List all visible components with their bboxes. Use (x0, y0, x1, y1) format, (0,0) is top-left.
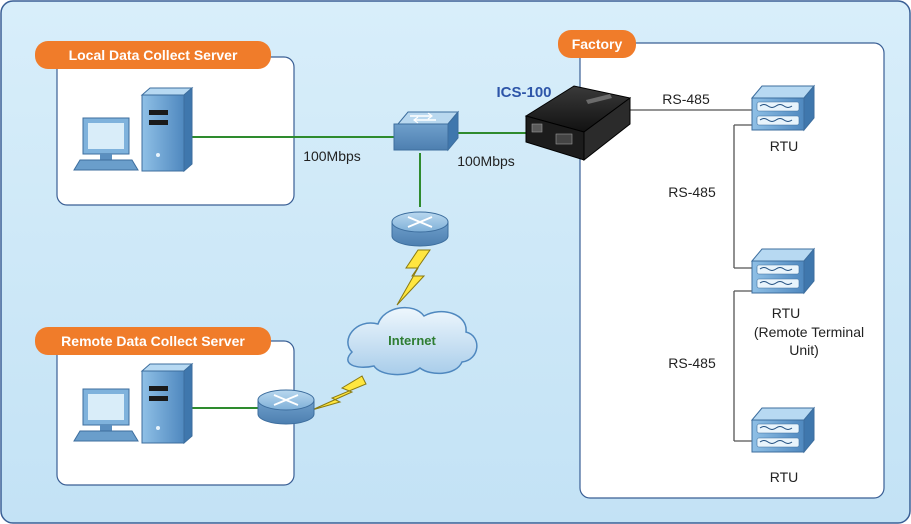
speed-label-ics: 100Mbps (457, 153, 515, 169)
internet-cloud-icon: Internet (347, 306, 478, 376)
rtu-middle-label-line3: Unit) (789, 342, 819, 358)
local-server-title: Local Data Collect Server (69, 47, 238, 63)
wireless-link-bolt-upper (396, 249, 431, 306)
factory-tag: Factory (558, 30, 636, 58)
rtu-middle-label-line1: RTU (772, 305, 801, 321)
factory-panel (579, 42, 885, 499)
rtu-top-icon (750, 84, 816, 132)
remote-server-tower-icon (140, 362, 194, 445)
rs485-bus (628, 109, 752, 442)
wireless-link-bolt-lower (311, 375, 367, 411)
speed-label-local: 100Mbps (303, 148, 361, 164)
network-switch-icon (393, 110, 460, 152)
rs485-label-top: RS-485 (662, 91, 710, 107)
lower-router-icon (257, 389, 315, 425)
rtu-bottom-icon (750, 406, 816, 454)
rtu-middle-icon (750, 247, 816, 295)
local-pc-icon (73, 117, 139, 171)
remote-pc-icon (73, 388, 139, 442)
ics-100-label: ICS-100 (496, 84, 551, 101)
local-server-tower-icon (140, 86, 194, 173)
rtu-top-label: RTU (770, 138, 799, 154)
upper-router-icon (391, 211, 449, 247)
rs485-label-lower: RS-485 (668, 355, 716, 371)
rtu-bottom-label: RTU (770, 469, 799, 485)
factory-title: Factory (572, 36, 623, 52)
ethernet-links (185, 132, 527, 409)
ics-100-device-icon (524, 85, 632, 162)
rtu-middle-label-line2: (Remote Terminal (754, 324, 864, 340)
internet-label: Internet (388, 333, 436, 348)
remote-server-title: Remote Data Collect Server (61, 333, 245, 349)
local-server-tag: Local Data Collect Server (35, 41, 271, 69)
remote-server-tag: Remote Data Collect Server (35, 327, 271, 355)
rs485-label-middle: RS-485 (668, 184, 716, 200)
